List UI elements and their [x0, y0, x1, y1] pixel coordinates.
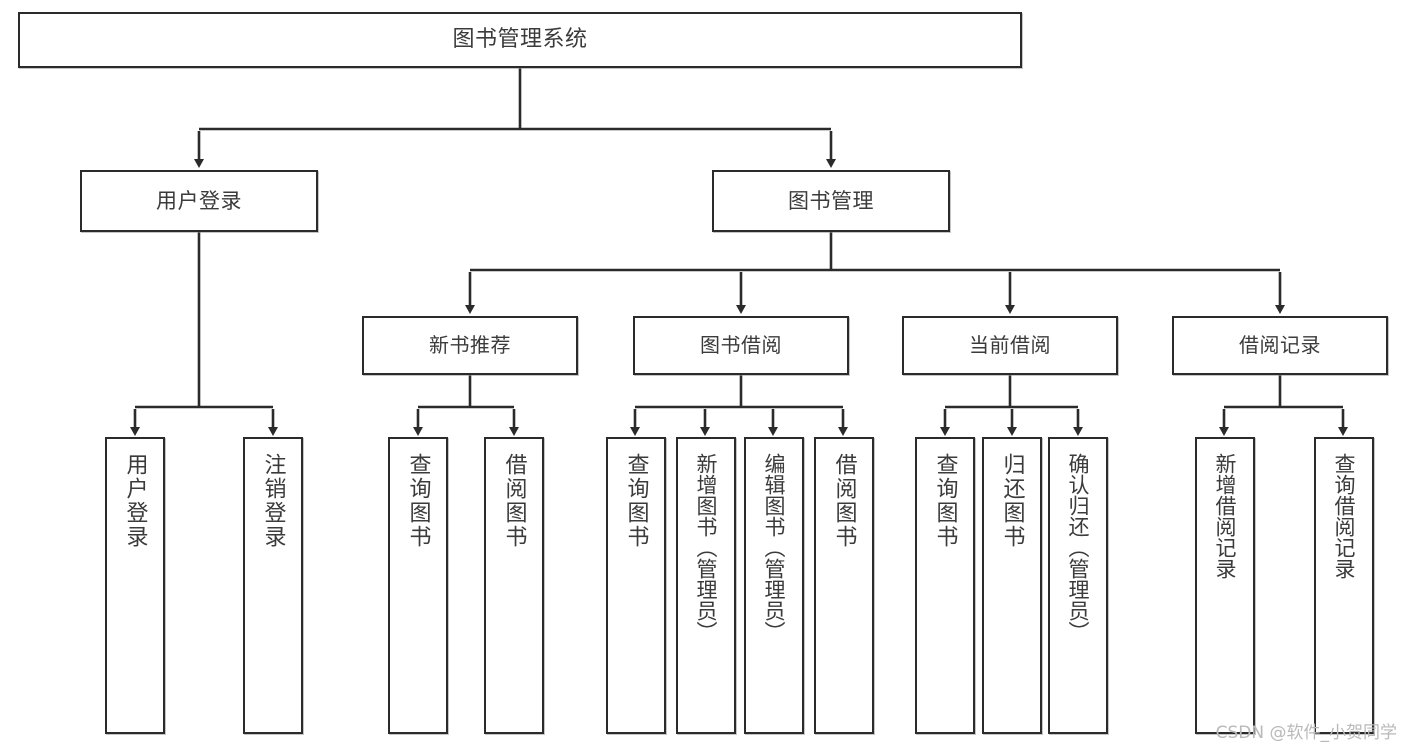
leaf-confirm-return-admin[interactable]: 确认归还（管理员）	[1048, 437, 1108, 734]
node-root-book-management-system[interactable]: 图书管理系统	[18, 12, 1022, 68]
node-label: 借阅记录	[1239, 332, 1321, 357]
node-label: 查询借阅记录	[1332, 453, 1357, 579]
node-label: 新书推荐	[429, 332, 511, 357]
node-user-login-module[interactable]: 用户登录	[80, 170, 318, 232]
node-current-borrowing[interactable]: 当前借阅	[902, 316, 1118, 375]
node-label: 新增图书（管理员）	[694, 453, 719, 642]
node-label: 归还图书	[999, 453, 1025, 549]
node-label: 图书管理	[788, 188, 874, 213]
node-label: 图书管理系统	[452, 27, 588, 53]
node-label: 编辑图书（管理员）	[762, 453, 787, 642]
leaf-add-borrow-record[interactable]: 新增借阅记录	[1195, 437, 1255, 734]
leaf-borrow-books[interactable]: 借阅图书	[814, 437, 874, 734]
node-label: 查询图书	[623, 453, 649, 549]
node-borrowing-records[interactable]: 借阅记录	[1172, 316, 1388, 375]
node-label: 查询图书	[932, 453, 958, 549]
node-label: 图书借阅	[700, 332, 782, 357]
node-label: 当前借阅	[969, 332, 1051, 357]
leaf-borrow-books-new[interactable]: 借阅图书	[484, 437, 544, 734]
leaf-query-books-new[interactable]: 查询图书	[388, 437, 448, 734]
leaf-query-books-current[interactable]: 查询图书	[915, 437, 975, 734]
leaf-edit-book-admin[interactable]: 编辑图书（管理员）	[744, 437, 804, 734]
csdn-watermark: CSDN @软件_小贺同学	[1215, 723, 1397, 743]
leaf-query-borrow-record[interactable]: 查询借阅记录	[1314, 437, 1374, 734]
node-label: 借阅图书	[501, 453, 527, 549]
node-label: 用户登录	[156, 188, 242, 213]
leaf-return-books[interactable]: 归还图书	[982, 437, 1042, 734]
node-new-book-recommendation[interactable]: 新书推荐	[362, 316, 578, 375]
node-label: 用户登录	[122, 453, 148, 549]
leaf-logout[interactable]: 注销登录	[243, 437, 303, 734]
node-label: 注销登录	[260, 453, 286, 549]
node-label: 借阅图书	[831, 453, 857, 549]
node-label: 查询图书	[405, 453, 431, 549]
node-label: 新增借阅记录	[1213, 453, 1238, 579]
leaf-query-books-borrow[interactable]: 查询图书	[606, 437, 666, 734]
node-book-management-module[interactable]: 图书管理	[712, 170, 950, 232]
node-book-borrowing[interactable]: 图书借阅	[633, 316, 849, 375]
leaf-user-login[interactable]: 用户登录	[105, 437, 165, 734]
leaf-add-book-admin[interactable]: 新增图书（管理员）	[676, 437, 736, 734]
node-label: 确认归还（管理员）	[1066, 453, 1091, 642]
